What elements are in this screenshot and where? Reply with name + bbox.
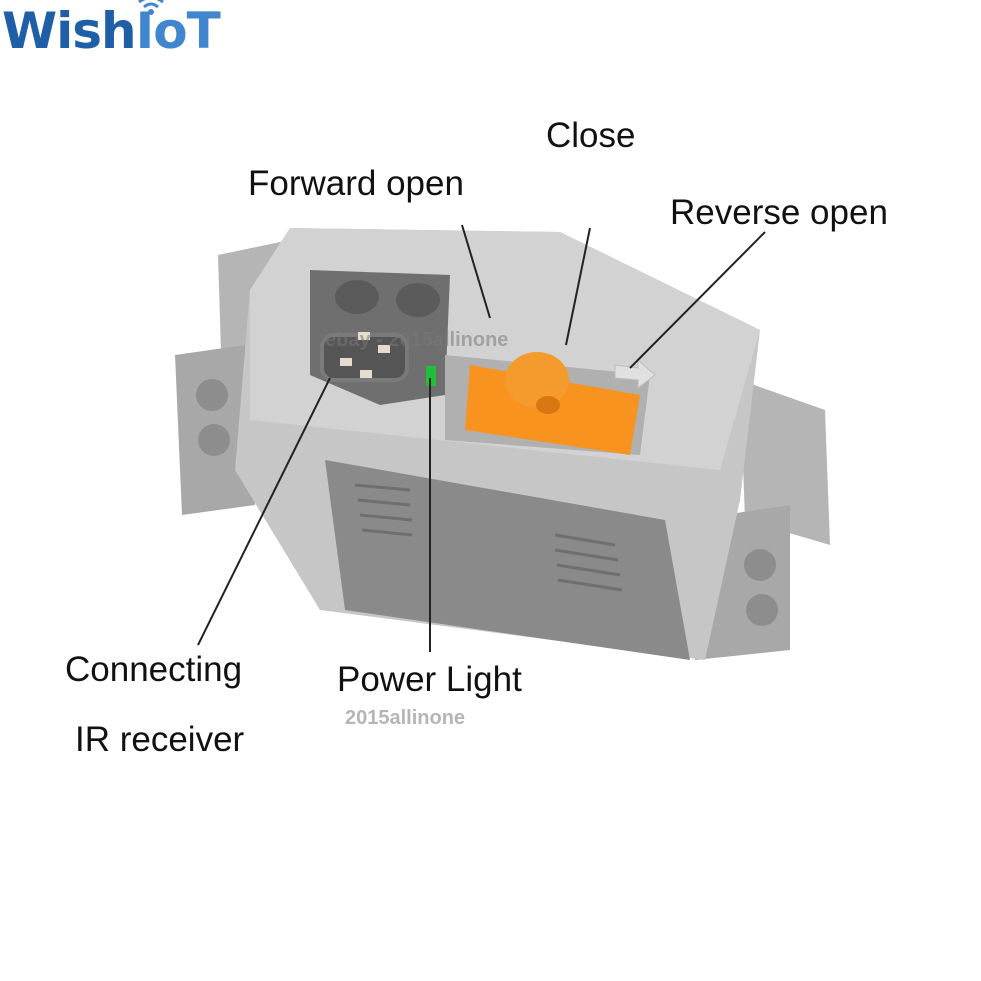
- close-leader: [565, 227, 591, 346]
- wifi-icon: [138, 0, 164, 15]
- label-close: Close: [546, 116, 636, 155]
- label-forward-open: Forward open: [248, 164, 464, 203]
- label-ir-receiver: IR receiver: [75, 720, 245, 759]
- label-reverse-open: Reverse open: [670, 193, 888, 232]
- side-panel: [325, 460, 690, 660]
- watermark-bottom: 2015allinone: [345, 707, 466, 729]
- watermark-top: ebay - 2015allinone: [325, 329, 509, 351]
- reverse-open-leader: [629, 231, 766, 369]
- ir-connector: [310, 270, 450, 405]
- switch-knob: [505, 352, 569, 408]
- power-led: [426, 366, 436, 386]
- label-power-light: Power Light: [337, 660, 522, 699]
- forward-open-leader: [461, 224, 491, 319]
- label-connecting: Connecting: [65, 650, 243, 689]
- reverse-arrow: [614, 358, 656, 390]
- logo-wish: Wish: [2, 2, 137, 60]
- connecting-leader: [197, 377, 331, 646]
